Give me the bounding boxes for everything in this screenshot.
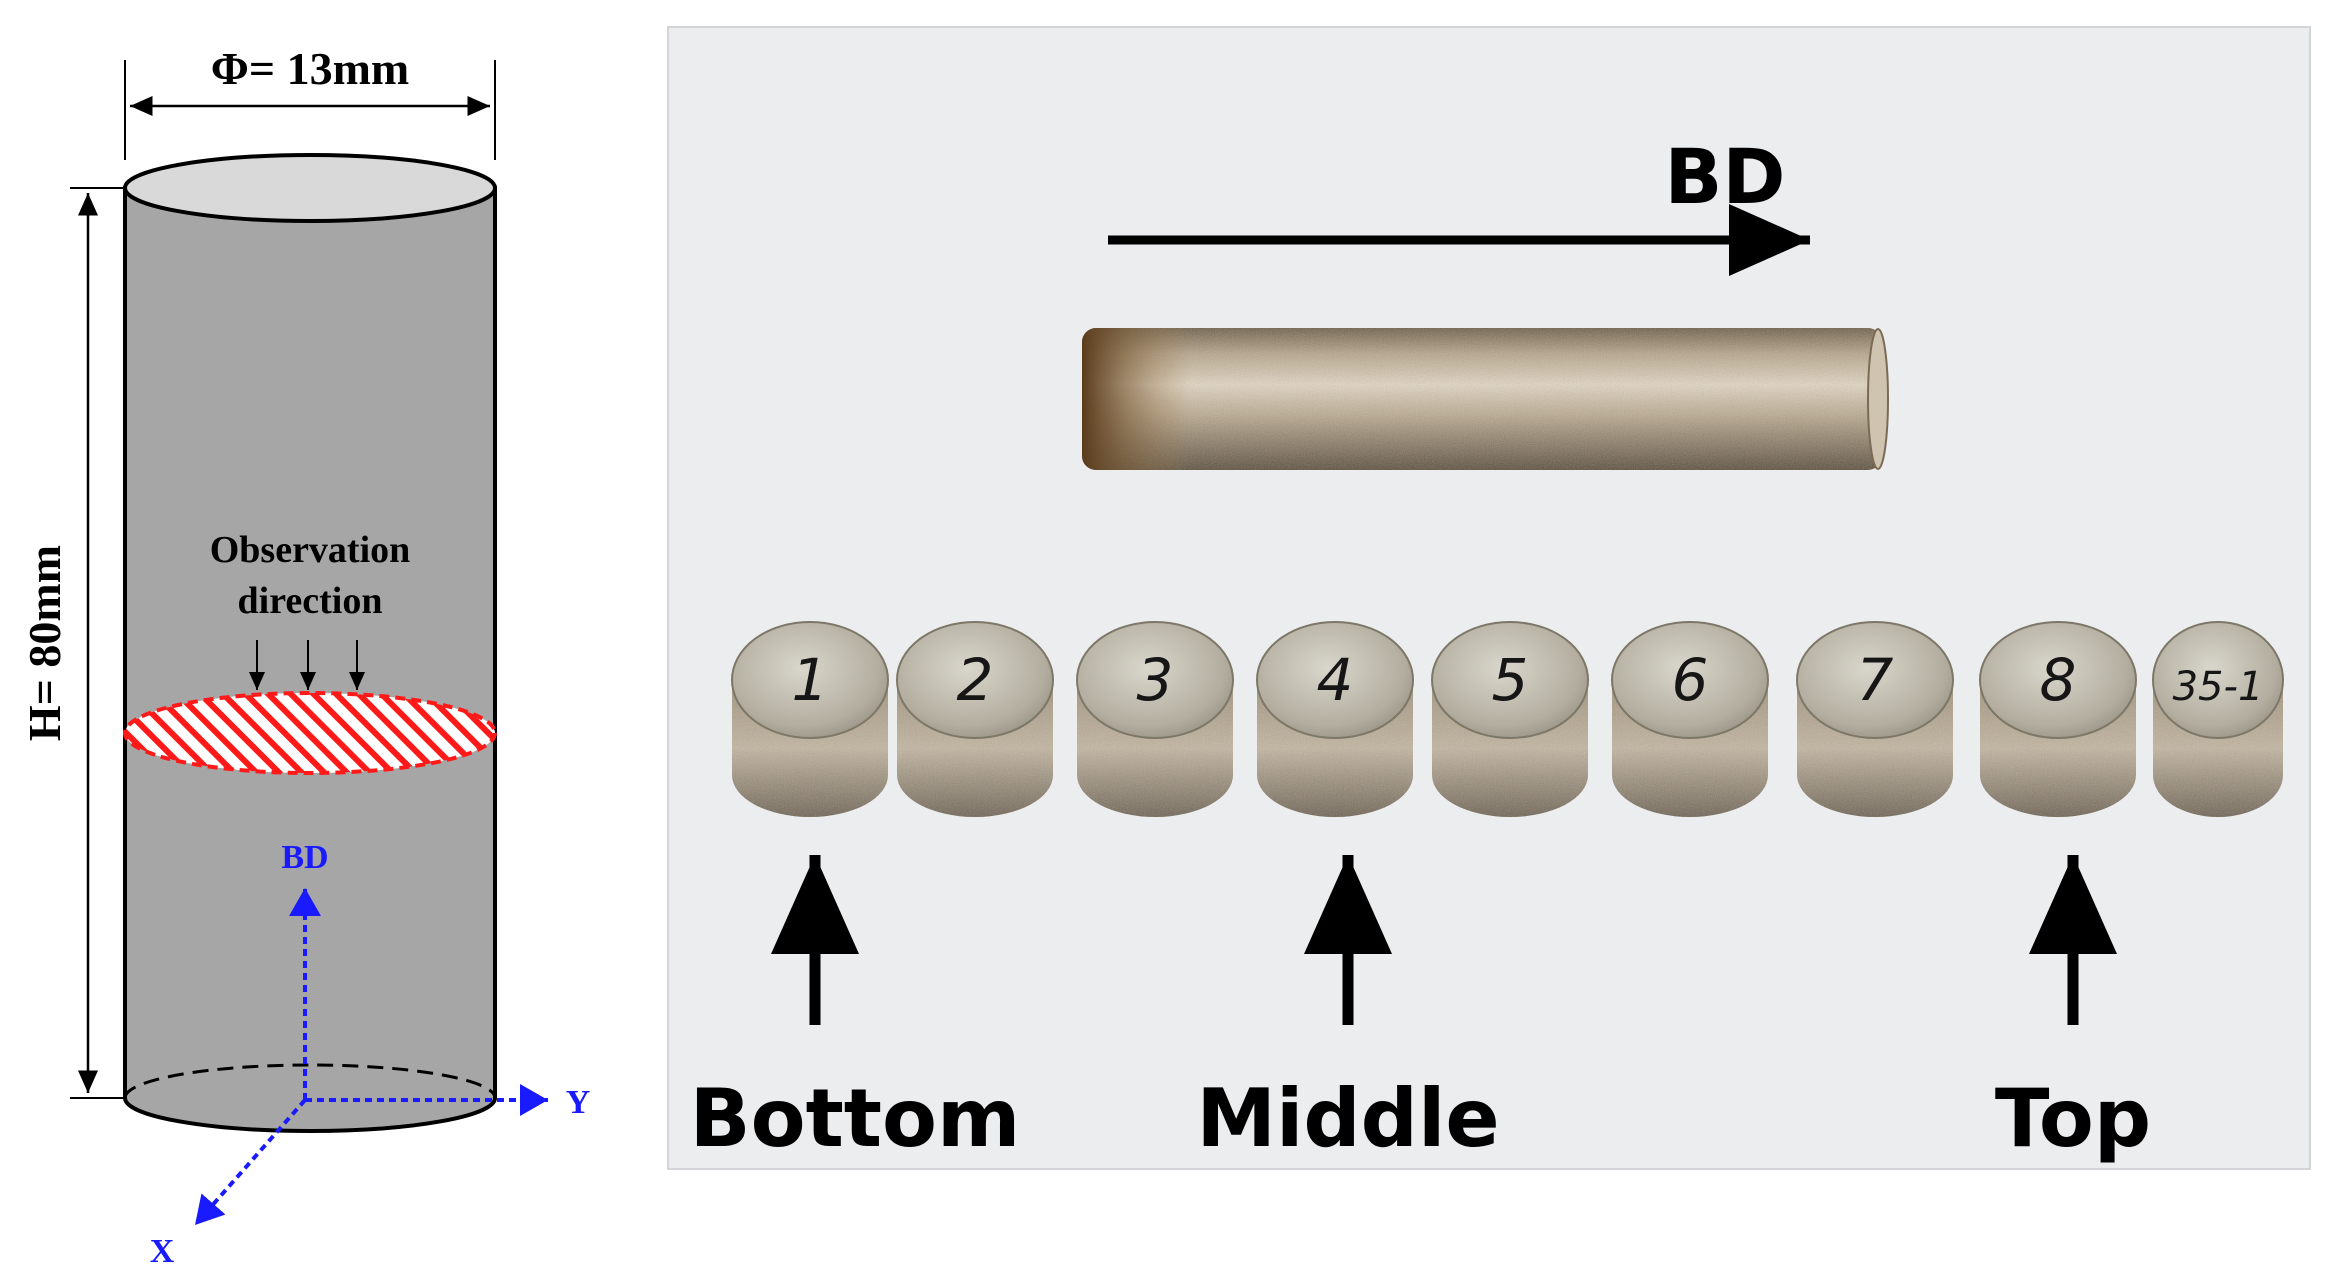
slice-row: 1 2 3 4 5 6 7 8 35-1 [731,621,2284,817]
cylinder-body [123,186,497,1133]
slice-4: 4 [1256,621,1414,817]
coordinate-axes [193,888,548,1227]
slice-7: 7 [1796,621,1954,817]
cylinder-bottom-hidden-edge [123,1063,497,1099]
x-axis [193,1098,307,1227]
cylinder-top-face [123,153,497,223]
bd-axis-label: BD [281,839,328,876]
specimen-schematic: Φ= 13mm H= 80mm Observation direction BD… [19,43,590,1270]
build-direction-label: BD [1664,132,1785,221]
slice-6: 6 [1611,621,1769,817]
slice-mark-9: 35-1 [2173,664,2264,710]
slice-mark-2: 2 [957,646,994,714]
slice-mark-7: 7 [1857,646,1894,714]
specimen-photo: BD 1 2 3 4 5 6 7 8 35-1 Bottom Middle Top [667,26,2311,1170]
bottom-label: Bottom [690,1072,1021,1165]
slice-5: 5 [1431,621,1589,817]
observation-arrows [249,640,365,690]
photo-background [667,26,2311,1170]
observation-label-line2: direction [238,580,383,622]
height-label: H= 80mm [19,545,70,741]
middle-label: Middle [1196,1072,1499,1165]
as-built-rod [1082,328,1889,470]
slice-9: 35-1 [2152,621,2284,817]
observation-label-line1: Observation [210,529,411,571]
diameter-label: Φ= 13mm [211,43,410,94]
observation-plane [123,691,497,775]
slice-8: 8 [1979,621,2137,817]
slice-mark-6: 6 [1672,646,1709,714]
slice-mark-8: 8 [2040,646,2077,714]
x-axis-label: X [150,1233,175,1270]
slice-3: 3 [1076,621,1234,817]
top-label: Top [1995,1072,2151,1165]
position-arrows [771,855,2117,1025]
slice-mark-3: 3 [1137,646,1174,714]
slice-mark-5: 5 [1492,646,1529,714]
slice-mark-4: 4 [1317,646,1354,714]
slice-1: 1 [731,621,889,817]
slice-mark-1: 1 [792,646,829,714]
y-axis-label: Y [566,1084,591,1121]
slice-2: 2 [896,621,1054,817]
